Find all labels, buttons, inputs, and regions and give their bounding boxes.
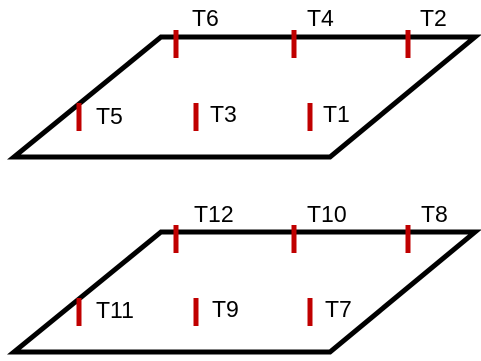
label-t6: T6 [192, 5, 219, 31]
label-t1: T1 [323, 101, 350, 127]
label-t2: T2 [420, 5, 447, 31]
label-t7: T7 [325, 296, 352, 322]
lower-panel: T12 T10 T8 T11 T9 T7 [6, 201, 481, 355]
label-t4: T4 [307, 5, 334, 31]
label-t12: T12 [194, 201, 234, 227]
label-t5: T5 [96, 103, 123, 129]
upper-panel: T6 T4 T2 T5 T3 T1 [6, 5, 481, 160]
label-t10: T10 [307, 201, 347, 227]
upper-panel-outline [6, 34, 481, 160]
lower-panel-outline [6, 229, 481, 355]
label-t8: T8 [421, 201, 448, 227]
label-t9: T9 [212, 296, 239, 322]
label-t11: T11 [96, 297, 134, 323]
label-t3: T3 [210, 101, 237, 127]
